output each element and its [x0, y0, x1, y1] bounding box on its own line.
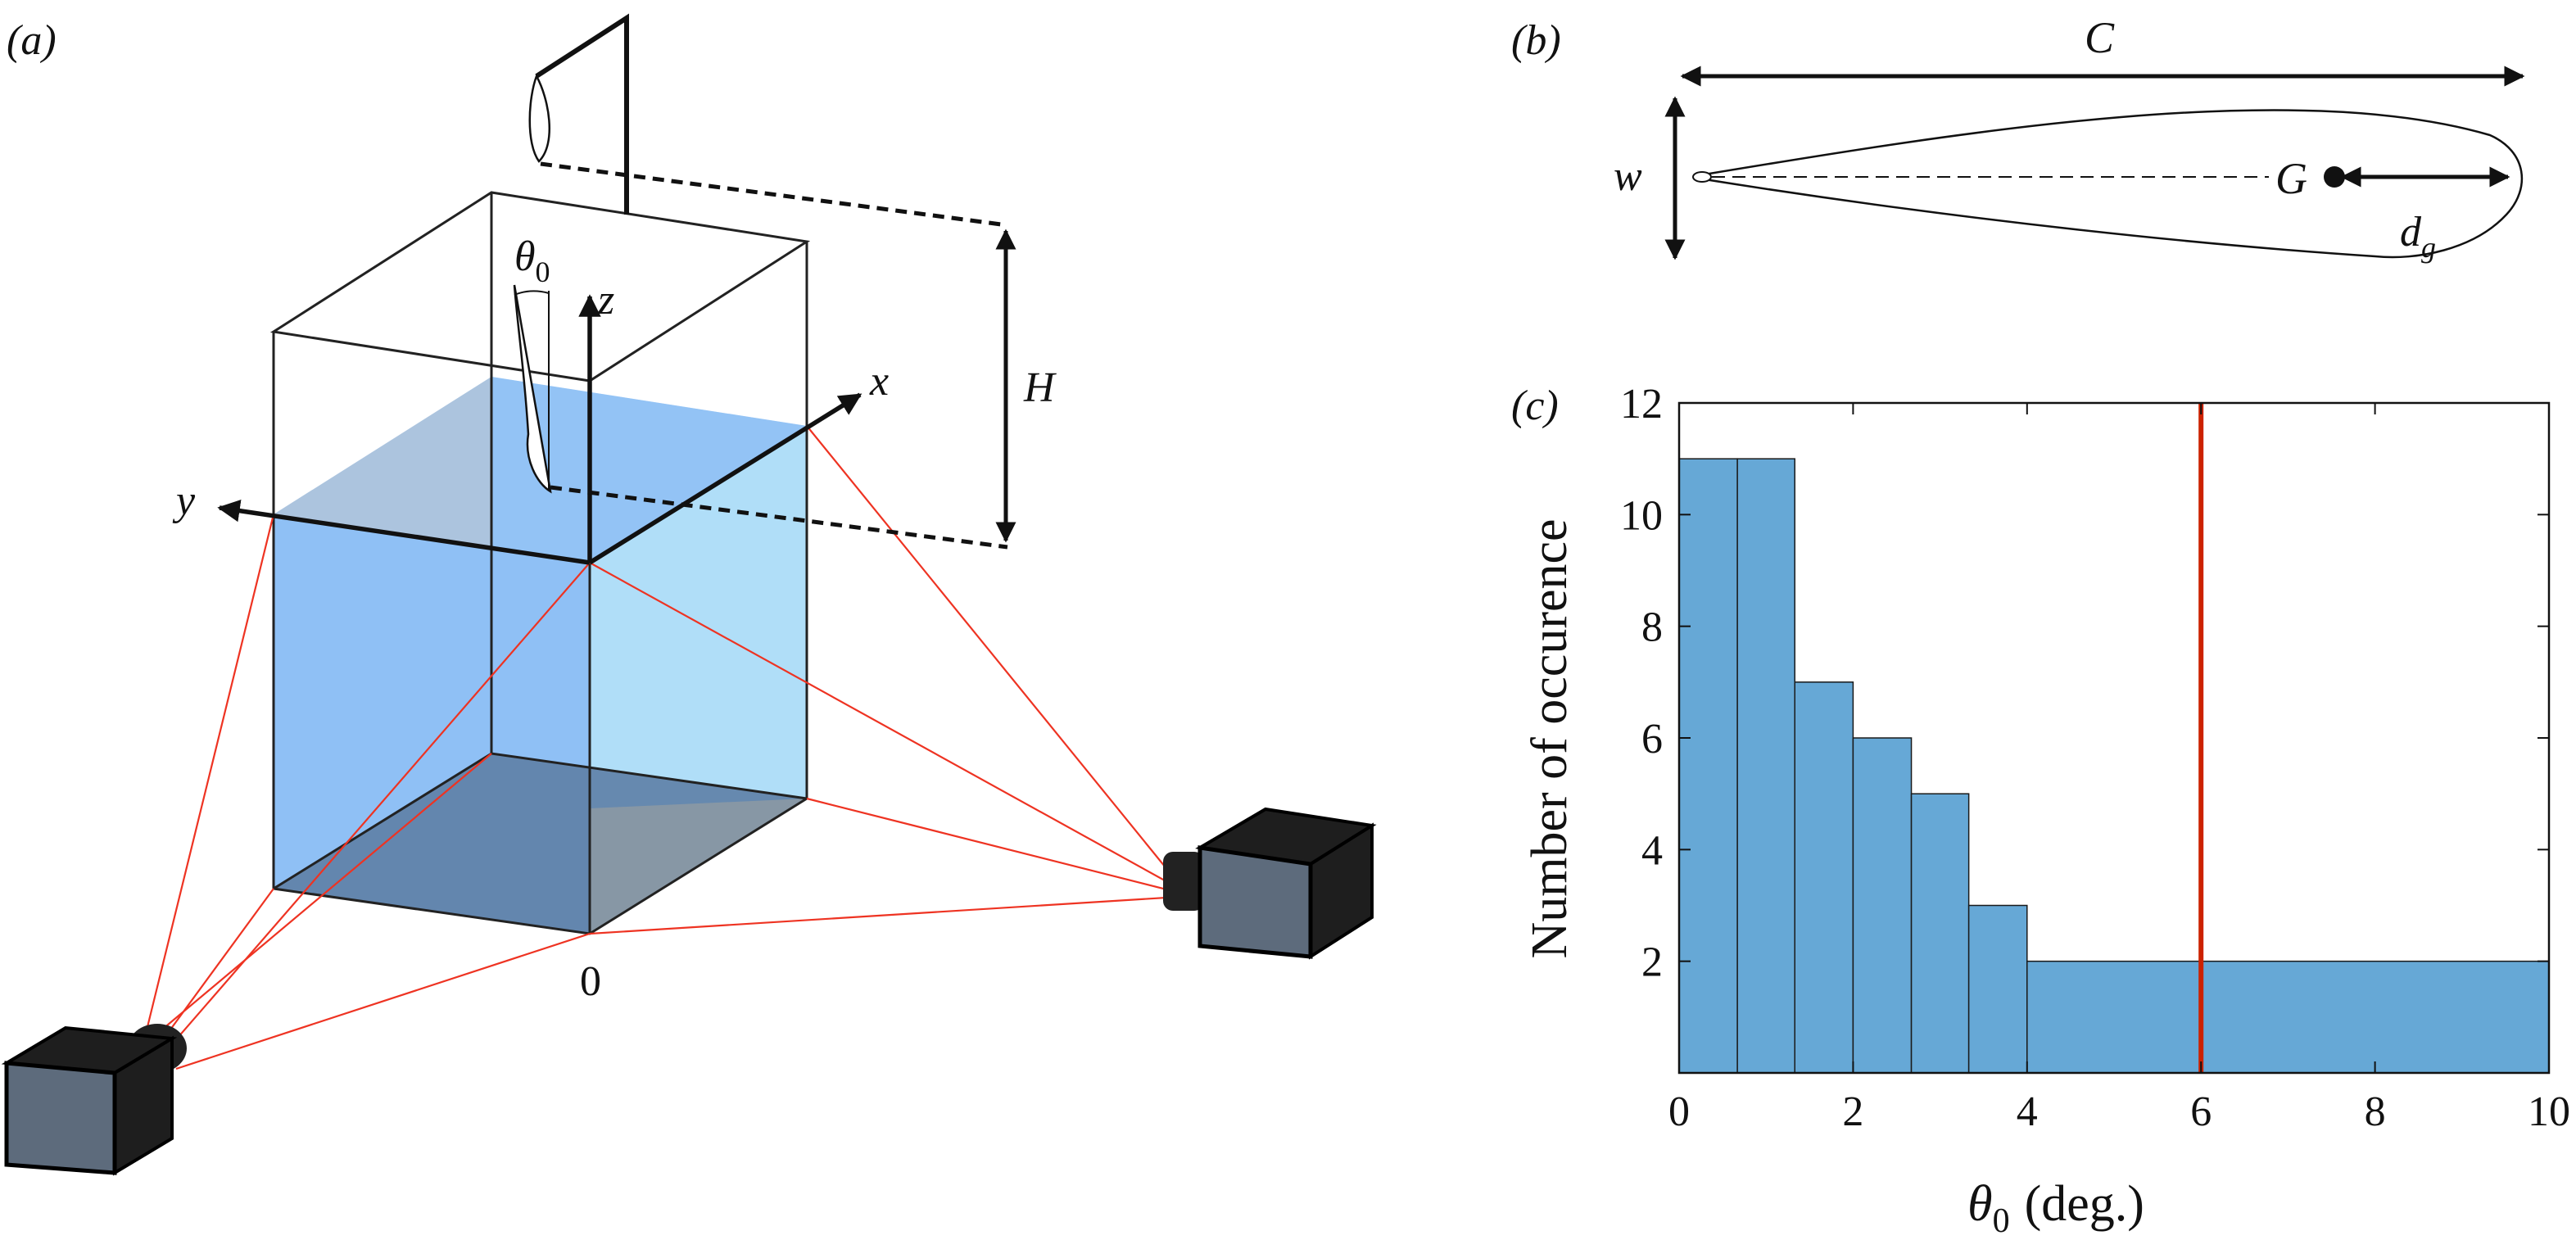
- histogram-bar-1: [1736, 458, 1795, 1074]
- camera-left-face: [4, 1061, 117, 1175]
- y-tick-label: 10: [1620, 492, 1663, 539]
- z-axis-label: z: [597, 277, 614, 324]
- tank-bottom: [274, 753, 807, 934]
- drop-height-guides: [540, 161, 1008, 550]
- y-axis-line: [217, 500, 591, 565]
- y-axis-title: Number of occurence: [1522, 518, 1578, 958]
- camera-left: [1, 1024, 187, 1176]
- x-axis-line: [588, 392, 862, 565]
- suspension-rod: [535, 13, 629, 215]
- y-tick-label: 12: [1620, 381, 1663, 428]
- x-axis-title: θ0 (deg.): [1967, 1176, 2144, 1240]
- histogram-bar-6: [2026, 960, 2550, 1074]
- histogram-bar-5: [1967, 904, 2028, 1074]
- wing-profile: [1698, 109, 2524, 259]
- x-tick-label: 8: [2365, 1088, 2386, 1135]
- x-tick-label: 0: [1668, 1088, 1690, 1135]
- hanging-wing-top: [528, 74, 550, 163]
- histogram-bar-3: [1852, 737, 1913, 1074]
- chord-label: C: [2085, 13, 2115, 62]
- y-tick-label: 8: [1641, 604, 1663, 651]
- dg-symbol: d: [2400, 209, 2422, 256]
- gravity-center-dot: [2324, 166, 2345, 188]
- camera-right: [1163, 807, 1377, 960]
- y-tick-label: 2: [1641, 939, 1663, 986]
- theta-symbol: θ: [514, 233, 536, 280]
- height-label: H: [1023, 364, 1057, 411]
- x-axis-title-subscript: 0: [1993, 1202, 2010, 1240]
- theta-subscript: 0: [536, 256, 550, 288]
- x-tick-label: 4: [2017, 1088, 2038, 1135]
- x-tick-label: 2: [1842, 1088, 1863, 1135]
- wing-in-tank: [513, 284, 552, 494]
- panel-a-label: (a): [7, 17, 57, 64]
- y-tick-label: 4: [1641, 827, 1663, 874]
- theta0-label: θ0: [514, 233, 550, 288]
- camera-rays: [144, 425, 1180, 1070]
- y-axis-label: y: [172, 477, 196, 524]
- dg-subscript: g: [2421, 231, 2436, 264]
- x-tick-label: 6: [2190, 1088, 2212, 1135]
- angle-arc: [514, 290, 550, 296]
- x-axis-label: x: [869, 358, 889, 405]
- panel-b-label: (b): [1511, 17, 1561, 64]
- camera-right-lens: [1163, 852, 1204, 911]
- histogram-chart: 0 2 4 6 8 10 2 4 6 8 10 12: [1620, 381, 2570, 1135]
- x-tick-label: 10: [2528, 1088, 2570, 1135]
- wing-leading-edge: [1692, 171, 1712, 183]
- axes-3d: [217, 294, 862, 565]
- x-axis-title-unit: (deg.): [2025, 1176, 2144, 1232]
- dg-label: dg: [2400, 209, 2436, 264]
- y-tick-label: 6: [1641, 716, 1663, 763]
- histogram-bar-2: [1794, 681, 1854, 1074]
- origin-label: 0: [580, 958, 601, 1005]
- width-label: w: [1614, 153, 1642, 200]
- camera-right-face: [1197, 845, 1313, 959]
- panel-c-label: (c): [1511, 382, 1559, 429]
- histogram-bar-4: [1910, 793, 1970, 1074]
- x-axis-title-symbol: θ: [1967, 1176, 1992, 1232]
- histogram-bar-0: [1678, 458, 1738, 1074]
- panel-b: (b) C w G dg: [1511, 13, 2525, 264]
- gravity-center-label: G: [2275, 154, 2307, 203]
- panel-a: (a): [1, 13, 1377, 1176]
